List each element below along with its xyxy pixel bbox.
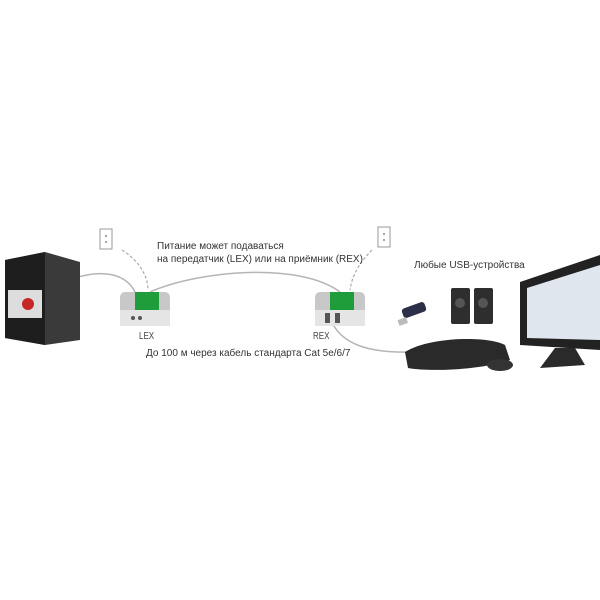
power-note-line2: на передатчик (LEX) или на приёмник (REX… xyxy=(157,254,363,265)
lex-label: LEX xyxy=(139,331,155,342)
lex-device-icon xyxy=(120,292,170,326)
computer-tower-icon xyxy=(5,252,80,345)
usb-devices-label: Любые USB-устройства xyxy=(414,260,525,271)
speaker-icon xyxy=(474,288,493,324)
power-outlet-icon xyxy=(99,228,113,250)
rex-label: REX xyxy=(313,331,330,342)
power-outlet-icon xyxy=(377,226,391,248)
lex-power-cable xyxy=(121,249,149,291)
rex-power-cable xyxy=(349,249,373,291)
power-note: Питание может подаваться на передатчик (… xyxy=(157,240,363,266)
power-note-line1: Питание может подаваться xyxy=(157,241,284,252)
monitor-icon xyxy=(520,255,600,368)
pc-to-lex-cable xyxy=(74,272,136,293)
cable-label: До 100 м через кабель стандарта Cat 5e/6… xyxy=(146,348,351,359)
keyboard-icon xyxy=(405,338,510,370)
cat-cable xyxy=(149,271,341,293)
rex-device-icon xyxy=(315,292,365,326)
speaker-icon xyxy=(451,288,470,324)
usb-stick-icon xyxy=(397,302,427,326)
mouse-icon xyxy=(487,359,513,371)
